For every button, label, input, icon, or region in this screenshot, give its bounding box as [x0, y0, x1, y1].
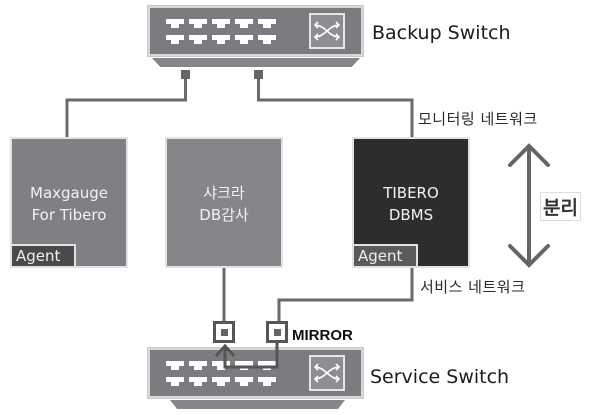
mirror-label: MIRROR: [292, 327, 353, 344]
backup-switch-base: [152, 58, 360, 67]
monitoring-network-label: 모니터링 네트워크: [418, 110, 538, 128]
service-port-shakra: [213, 321, 235, 343]
backup-port-right: [254, 70, 263, 79]
service-link-tibero: [277, 268, 414, 326]
monitoring-link-tibero: [257, 79, 414, 139]
backup-port-left: [181, 70, 190, 79]
switch-crossover-icon: [309, 355, 345, 391]
backup-switch-label: Backup Switch: [372, 22, 511, 44]
maxgauge-title-line1: Maxgauge: [30, 184, 108, 202]
service-switch-label: Service Switch: [370, 366, 510, 388]
separation-label: 분리: [540, 192, 581, 221]
service-switch[interactable]: [148, 348, 363, 398]
tibero-title-line2: DBMS: [388, 206, 434, 224]
service-network-label: 서비스 네트워크: [420, 278, 526, 296]
double-arrow-vertical-icon: [508, 143, 550, 268]
agent-badge: Agent: [354, 244, 418, 266]
switch-crossover-icon: [309, 13, 345, 49]
shakra-title-line2: DB감사: [199, 206, 249, 224]
maxgauge-title-line2: For Tibero: [31, 206, 107, 224]
agent-badge: Agent: [12, 244, 76, 266]
service-switch-base: [170, 400, 345, 409]
switch-ports: [166, 361, 276, 386]
tibero-box[interactable]: TIBERO DBMS Agent: [352, 137, 470, 268]
switch-ports: [166, 19, 276, 44]
shakra-box[interactable]: 샤크라 DB감사: [165, 137, 283, 268]
tibero-title-line1: TIBERO: [383, 184, 439, 202]
backup-switch[interactable]: [148, 6, 363, 56]
maxgauge-box[interactable]: Maxgauge For Tibero Agent: [10, 137, 128, 268]
monitoring-link-maxgauge: [65, 79, 187, 139]
service-port-tibero-mirror: [266, 321, 288, 343]
shakra-title-line1: 샤크라: [203, 184, 245, 202]
